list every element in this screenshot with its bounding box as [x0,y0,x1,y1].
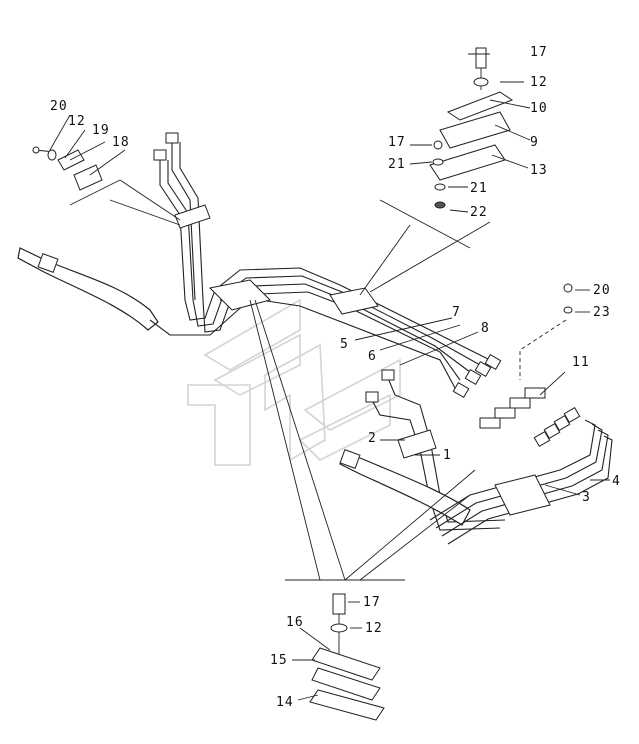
center-flexible-hose [339,449,471,526]
callout-18: 18 [112,135,130,150]
clamp-plate-10 [446,91,514,121]
callout-19: 19 [92,123,110,138]
callout-12: 12 [68,114,86,129]
center-lower-tubes [365,369,506,531]
callout-2: 2 [368,431,377,446]
callout-14: 14 [276,695,294,710]
clamp-plate-19 [57,149,85,171]
clamp-half-18 [73,164,103,191]
callout-11: 11 [572,355,590,370]
tube-nut-7 [474,360,492,378]
callout-10: 10 [530,101,548,116]
tube-nut-5 [452,381,470,399]
tube-nut-right-c [543,422,561,440]
callout-22: 22 [470,205,488,220]
callout-20: 20 [593,283,611,298]
callout-9: 9 [530,135,539,150]
nut-22 [434,201,446,209]
tube-fitting-center-b [381,369,395,381]
callout-17: 17 [388,135,406,150]
callout-12: 12 [530,75,548,90]
leader-lines [49,53,610,701]
fitting-tee-1 [524,387,546,399]
tube-clamp-main-center [329,287,379,315]
washer-21a [432,158,444,166]
tube-clamp-left-upper [174,204,211,229]
fitting-tee-2 [509,397,531,409]
washer-21b [434,183,446,191]
left-riser-tubes [153,132,211,301]
callout-6: 6 [368,349,377,364]
callout-7: 7 [452,305,461,320]
tube-nut-6 [464,368,482,386]
bolt-20b [563,283,573,293]
clamp-half-9 [439,111,511,149]
bolt-head-17a [475,47,487,69]
bolt-kit-right [563,283,573,314]
callout-20: 20 [50,99,68,114]
callout-4: 4 [612,474,621,489]
left-flexible-hose [17,247,159,331]
watermark-logo [187,298,401,466]
callout-17: 17 [363,595,381,610]
right-tube-bundle [429,406,613,545]
clamp-half-15 [311,667,381,701]
bolt-20a [32,146,40,154]
clamp-kit-bottom [309,593,385,721]
bolt-17b [433,140,443,150]
tube-nut-right-b [553,414,571,432]
callout-17: 17 [530,45,548,60]
tube-clamp-center [397,429,437,459]
callout-12: 12 [365,621,383,636]
clamp-plate-16 [311,647,381,681]
nut-23 [563,306,573,314]
tube-clamp-main-left [208,279,271,311]
callout-8: 8 [481,321,490,336]
callout-1: 1 [443,448,452,463]
tube-nut-right-a [563,406,581,424]
tube-fitting-center-a [365,391,379,403]
clamp-kit-upper-left [32,146,103,191]
tube-fitting-top-a [165,132,179,144]
clamp-kit-upper-right [429,47,514,209]
callout-23: 23 [593,305,611,320]
callout-21: 21 [388,157,406,172]
callout-3: 3 [582,490,591,505]
bolt-head-17c [332,593,346,615]
tube-clamp-right [494,474,551,516]
callout-13: 13 [530,163,548,178]
washer-12d [330,623,348,633]
hose-end-fitting-center [339,449,361,469]
callout-16: 16 [286,615,304,630]
valve-fittings-11 [479,319,567,429]
hose-end-fitting-left [37,253,59,273]
callout-5: 5 [340,337,349,352]
part-callouts: 20 12 19 18 17 12 10 9 17 21 13 21 22 20… [50,45,621,710]
main-tube-bundle [149,267,502,399]
fitting-tee-3 [494,407,516,419]
tube-nut-8 [484,353,502,371]
tube-fitting-top-b [153,149,167,161]
callout-15: 15 [270,653,288,668]
callout-21: 21 [470,181,488,196]
tube-nut-right-d [533,430,551,448]
washer-12c [47,149,57,161]
washer-12a [473,77,489,87]
clamp-base-14 [309,689,385,721]
fitting-tee-4 [479,417,501,429]
